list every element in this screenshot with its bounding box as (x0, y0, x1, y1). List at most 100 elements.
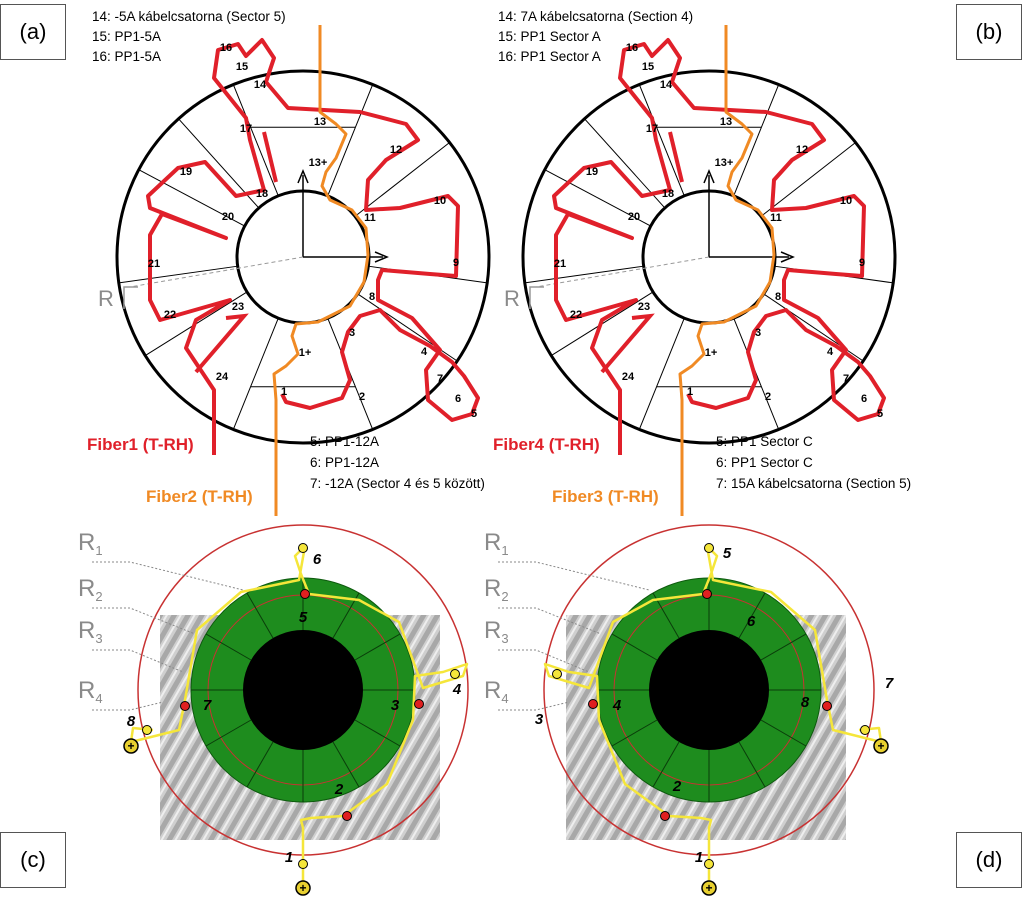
x-axis-head (780, 251, 795, 263)
black-core (243, 630, 363, 750)
ring-label-sub: 1 (95, 543, 102, 558)
ring-leader (92, 701, 164, 711)
ring-label-sub: 3 (95, 631, 102, 646)
sensor-label-4: 4 (612, 697, 622, 714)
panel-a: R11+234567891011121313+14151617181920212… (87, 9, 491, 516)
point-label-15: 15 (236, 61, 248, 73)
point-label-14: 14 (660, 79, 673, 91)
panel-c-label: (c) (0, 832, 66, 888)
point-label-10: 10 (840, 195, 852, 207)
point-label-18: 18 (662, 188, 674, 200)
plug-plus: + (127, 739, 134, 753)
point-label-23: 23 (232, 301, 244, 313)
point-label-22: 22 (570, 309, 582, 321)
sector-line (354, 142, 450, 217)
sector-line (327, 84, 374, 196)
panel-b-label: (b) (956, 4, 1022, 60)
r-line (129, 256, 304, 288)
ring-leader (498, 701, 570, 711)
sensor-label-3: 3 (535, 711, 544, 728)
segment-line (760, 633, 807, 661)
fiber-red-strand (600, 313, 655, 374)
segment-line (738, 741, 766, 788)
sensor-label-2: 2 (334, 781, 344, 798)
ring-label-R1: R1 (78, 529, 103, 558)
point-label-1+: 1+ (299, 347, 312, 359)
panel-d-label: (d) (956, 832, 1022, 888)
segment-line (332, 741, 360, 788)
plug-plus: + (299, 881, 306, 895)
ring-leader (92, 561, 244, 591)
ring-label-R2: R2 (78, 575, 103, 604)
point-label-13+: 13+ (715, 157, 734, 169)
fiber-red-label: Fiber4 (T-RH) (493, 435, 600, 454)
sensor-label-2: 2 (672, 778, 682, 795)
ring-leader (498, 607, 602, 635)
sector-line (760, 142, 856, 217)
connector-dot (298, 543, 308, 553)
ring-label-R4: R4 (484, 677, 509, 706)
point-label-22: 22 (164, 309, 176, 321)
sensor-dot (414, 699, 424, 709)
ring-label-R3: R3 (78, 617, 103, 646)
point-label-9: 9 (453, 257, 459, 269)
segment-line (246, 592, 274, 639)
segment-line (205, 719, 252, 747)
ring-label-R1: R1 (484, 529, 509, 558)
ring-label-sub: 1 (501, 543, 508, 558)
point-label-20: 20 (628, 211, 640, 223)
outer-circle (115, 69, 491, 445)
fiber-yellow-path (543, 544, 883, 885)
point-label-2: 2 (765, 391, 771, 403)
panel-a-label: (a) (0, 4, 66, 60)
point-label-21: 21 (554, 258, 566, 270)
sensor-dot (660, 811, 670, 821)
point-label-11: 11 (770, 212, 782, 224)
r-line (535, 256, 710, 288)
note-bottom: 6: PP1-12A (310, 455, 379, 470)
ring-label-R3: R3 (484, 617, 509, 646)
sector-line (638, 318, 685, 430)
point-label-10: 10 (434, 195, 446, 207)
segment-line (652, 741, 680, 788)
plug-icon (295, 880, 311, 896)
segment-line (611, 719, 658, 747)
point-label-7: 7 (437, 373, 443, 385)
plug-plus: + (877, 739, 884, 753)
ring-leader (92, 649, 184, 673)
sensor-dot (342, 811, 352, 821)
sensor-label-6: 6 (313, 551, 322, 568)
fiber-red-path (552, 38, 886, 455)
segment-line (246, 741, 274, 788)
sector-line (232, 318, 279, 430)
point-label-20: 20 (222, 211, 234, 223)
r-bracket (123, 286, 138, 309)
point-label-21: 21 (148, 258, 160, 270)
y-axis-head (703, 169, 715, 184)
note-bottom: 5: PP1 Sector C (716, 434, 813, 449)
connector-dot (298, 859, 308, 869)
plug-icon (701, 880, 717, 896)
point-label-8: 8 (775, 291, 781, 303)
point-label-1: 1 (281, 386, 287, 398)
ring-label-sub: 4 (95, 691, 102, 706)
point-label-16: 16 (626, 42, 638, 54)
connector-dot (450, 669, 460, 679)
point-label-17: 17 (646, 123, 658, 135)
fiber-orange-path (272, 25, 370, 516)
point-label-11: 11 (364, 212, 376, 224)
sector-line (733, 84, 780, 196)
ring-leader (498, 649, 590, 673)
sensor-label-1: 1 (695, 849, 703, 866)
sensor-dot (300, 589, 310, 599)
black-core (649, 630, 769, 750)
point-label-13: 13 (720, 116, 732, 128)
connector-dot (552, 669, 562, 679)
fiber-red-path (146, 38, 480, 455)
ring-leader (92, 607, 196, 635)
sector-line (638, 84, 685, 196)
plug-icon (873, 738, 889, 754)
sector-line (357, 293, 458, 362)
